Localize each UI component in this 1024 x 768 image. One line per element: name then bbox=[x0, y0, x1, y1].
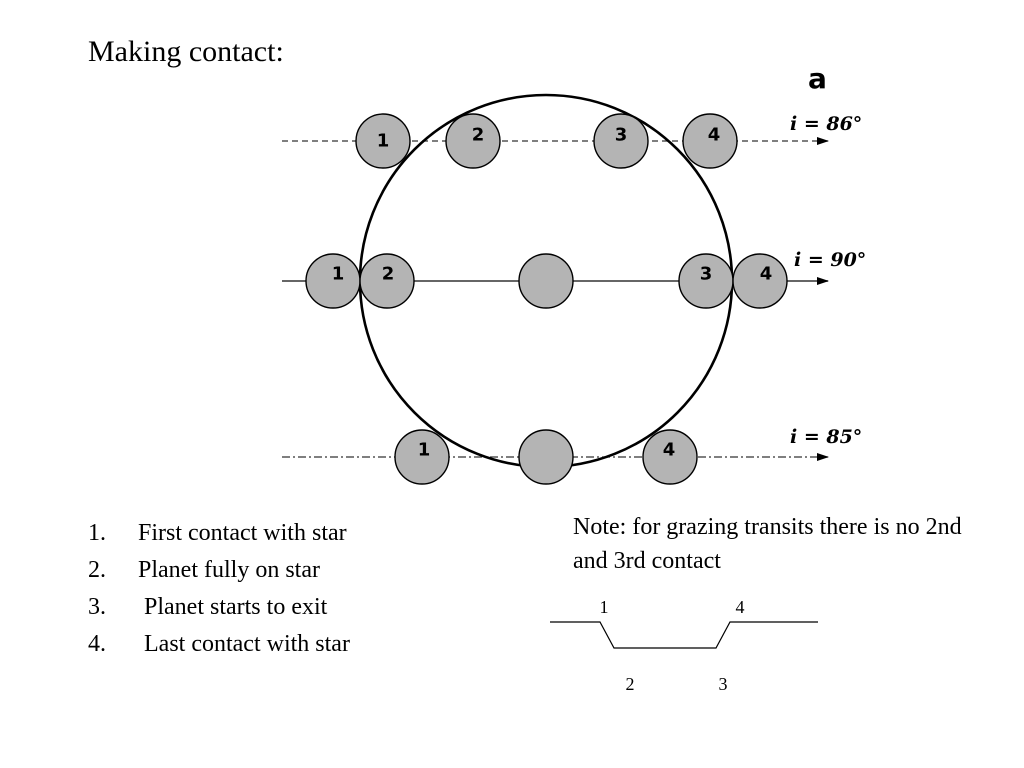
light-curve-label-3: 3 bbox=[719, 674, 728, 694]
inclination-label-i85: i = 85° bbox=[790, 426, 862, 448]
light-curve-line bbox=[550, 621, 818, 649]
list-item-number: 1. bbox=[88, 520, 106, 546]
light-curve-label-4: 4 bbox=[736, 597, 745, 617]
planet-label: 2 bbox=[472, 125, 485, 146]
panel-label: a bbox=[808, 62, 827, 95]
planet-i86-1: 1 bbox=[355, 113, 411, 169]
planet-label: 4 bbox=[760, 264, 773, 285]
planet-label: 3 bbox=[615, 125, 628, 146]
planet-i85-1: 1 bbox=[394, 429, 450, 485]
list-item-text: Last contact with star bbox=[138, 631, 350, 657]
list-item-number: 4. bbox=[88, 631, 106, 657]
planet-label: 1 bbox=[418, 440, 431, 461]
planet-label: 1 bbox=[332, 264, 345, 285]
list-item-text: Planet starts to exit bbox=[138, 594, 328, 620]
planet-label: 1 bbox=[377, 131, 390, 152]
planet-i86-4: 4 bbox=[682, 113, 738, 169]
light-curve-label-2: 2 bbox=[626, 674, 635, 694]
contact-steps-list: 1. First contact with star 2. Planet ful… bbox=[88, 515, 350, 663]
planet-i90-1: 1 bbox=[305, 253, 361, 309]
planet-i90-2: 2 bbox=[359, 253, 415, 309]
planet-i86-2: 2 bbox=[445, 113, 501, 169]
list-item: 1. First contact with star bbox=[88, 515, 350, 552]
planet-i90-4: 4 bbox=[732, 253, 788, 309]
planet-label: 2 bbox=[382, 264, 395, 285]
planet-i90-center bbox=[518, 253, 574, 309]
list-item: 3. Planet starts to exit bbox=[88, 589, 350, 626]
planet-i86-3: 3 bbox=[593, 113, 649, 169]
slide-title: Making contact: bbox=[88, 35, 284, 68]
planet-i85-4: 4 bbox=[642, 429, 698, 485]
planet-i85-center bbox=[518, 429, 574, 485]
list-item-number: 2. bbox=[88, 557, 106, 583]
list-item-text: First contact with star bbox=[138, 520, 347, 546]
light-curve-label-1: 1 bbox=[600, 597, 609, 617]
list-item-number: 3. bbox=[88, 594, 106, 620]
light-curve: 1 2 3 4 bbox=[550, 597, 818, 694]
inclination-label-i90: i = 90° bbox=[794, 249, 866, 271]
planet-i90-3: 3 bbox=[678, 253, 734, 309]
planet-label: 4 bbox=[663, 440, 676, 461]
planet-label: 4 bbox=[708, 125, 721, 146]
grazing-transit-note: Note: for grazing transits there is no 2… bbox=[573, 514, 962, 574]
list-item: 4. Last contact with star bbox=[88, 626, 350, 663]
list-item: 2. Planet fully on star bbox=[88, 552, 350, 589]
planet-label: 3 bbox=[700, 264, 713, 285]
inclination-label-i86: i = 86° bbox=[790, 113, 862, 135]
list-item-text: Planet fully on star bbox=[138, 557, 320, 583]
